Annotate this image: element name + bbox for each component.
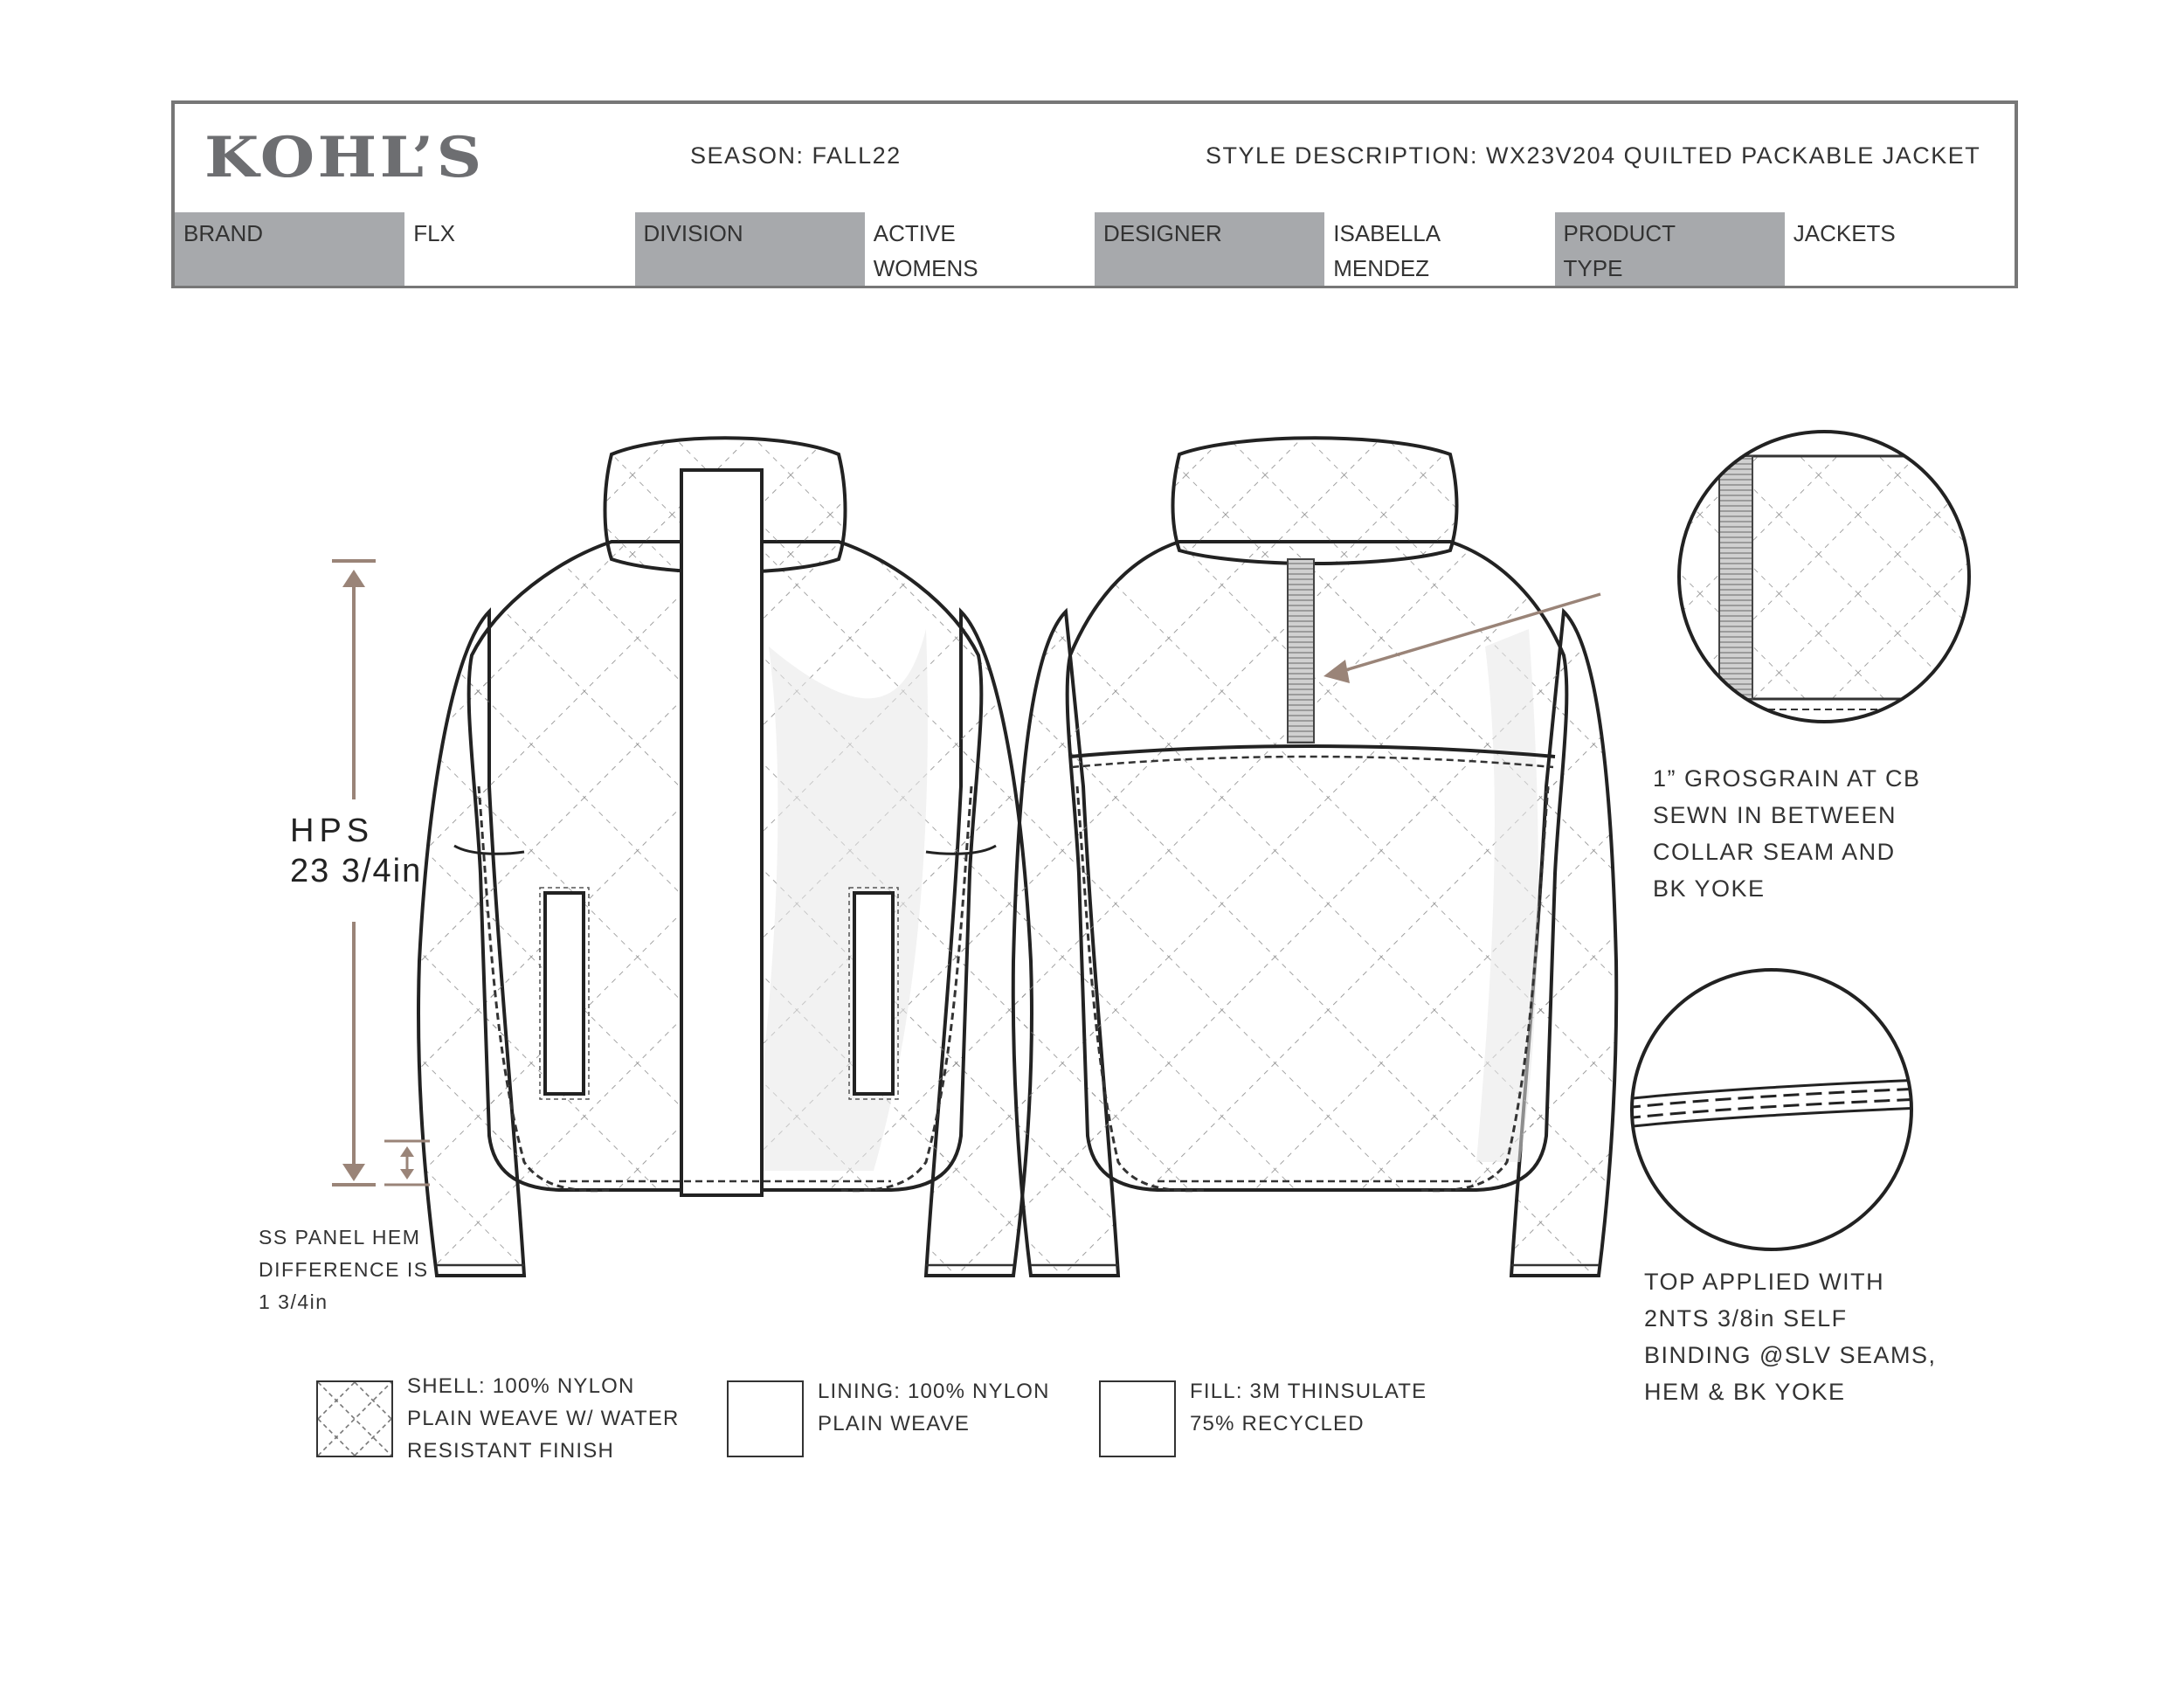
binding-detail-circle (1630, 968, 1913, 1251)
style-description: STYLE DESCRIPTION: WX23V204 QUILTED PACK… (1206, 142, 1981, 169)
hps-value: 23 3/4in (290, 853, 423, 889)
front-zip-placket (680, 468, 764, 1197)
fill-label: FILL: 3M THINSULATE 75% RECYCLED (1190, 1380, 1427, 1435)
back-body (1065, 540, 1569, 1192)
grosgrain-callout-arrow (1324, 592, 1601, 683)
front-jacket-sketch (417, 436, 1033, 1277)
binding-note: TOP APPLIED WITH 2NTS 3/8in SELF BINDING… (1644, 1269, 1937, 1405)
hps-measurement-label: HPS 23 3/4in (290, 811, 422, 891)
front-right-pocket (853, 891, 895, 1096)
back-collar (1171, 436, 1459, 565)
plain-swatch-icon (727, 1380, 804, 1457)
shell-label: SHELL: 100% NYLON PLAIN WEAVE W/ WATER R… (407, 1374, 680, 1463)
back-jacket-sketch (1011, 436, 1619, 1277)
product-type-value: JACKETS (1784, 212, 2015, 286)
brand-value: FLX (404, 212, 635, 286)
tech-pack-header: KOHL’S SEASON: FALL22 STYLE DESCRIPTION:… (171, 100, 2018, 288)
season-label: SEASON: FALL22 (690, 142, 902, 169)
back-grosgrain-tape (1287, 558, 1315, 744)
division-label: DIVISION (634, 212, 865, 286)
hps-label: HPS (290, 813, 375, 849)
grosgrain-detail-circle (1677, 430, 1971, 723)
designer-label: DESIGNER (1095, 212, 1325, 286)
hps-measurement-arrow (332, 559, 430, 1186)
grosgrain-note: 1” GROSGRAIN AT CB SEWN IN BETWEEN COLLA… (1653, 765, 1921, 902)
plain-swatch-icon (1099, 1380, 1176, 1457)
front-left-pocket (543, 891, 585, 1096)
kohls-logo: KOHL’S (204, 125, 485, 190)
brand-label: BRAND (175, 212, 405, 286)
quilted-swatch-icon (316, 1380, 393, 1457)
hem-difference-note: SS PANEL HEM DIFFERENCE IS 1 3/4in (259, 1226, 429, 1313)
lining-label: LINING: 100% NYLON PLAIN WEAVE (818, 1380, 1050, 1435)
